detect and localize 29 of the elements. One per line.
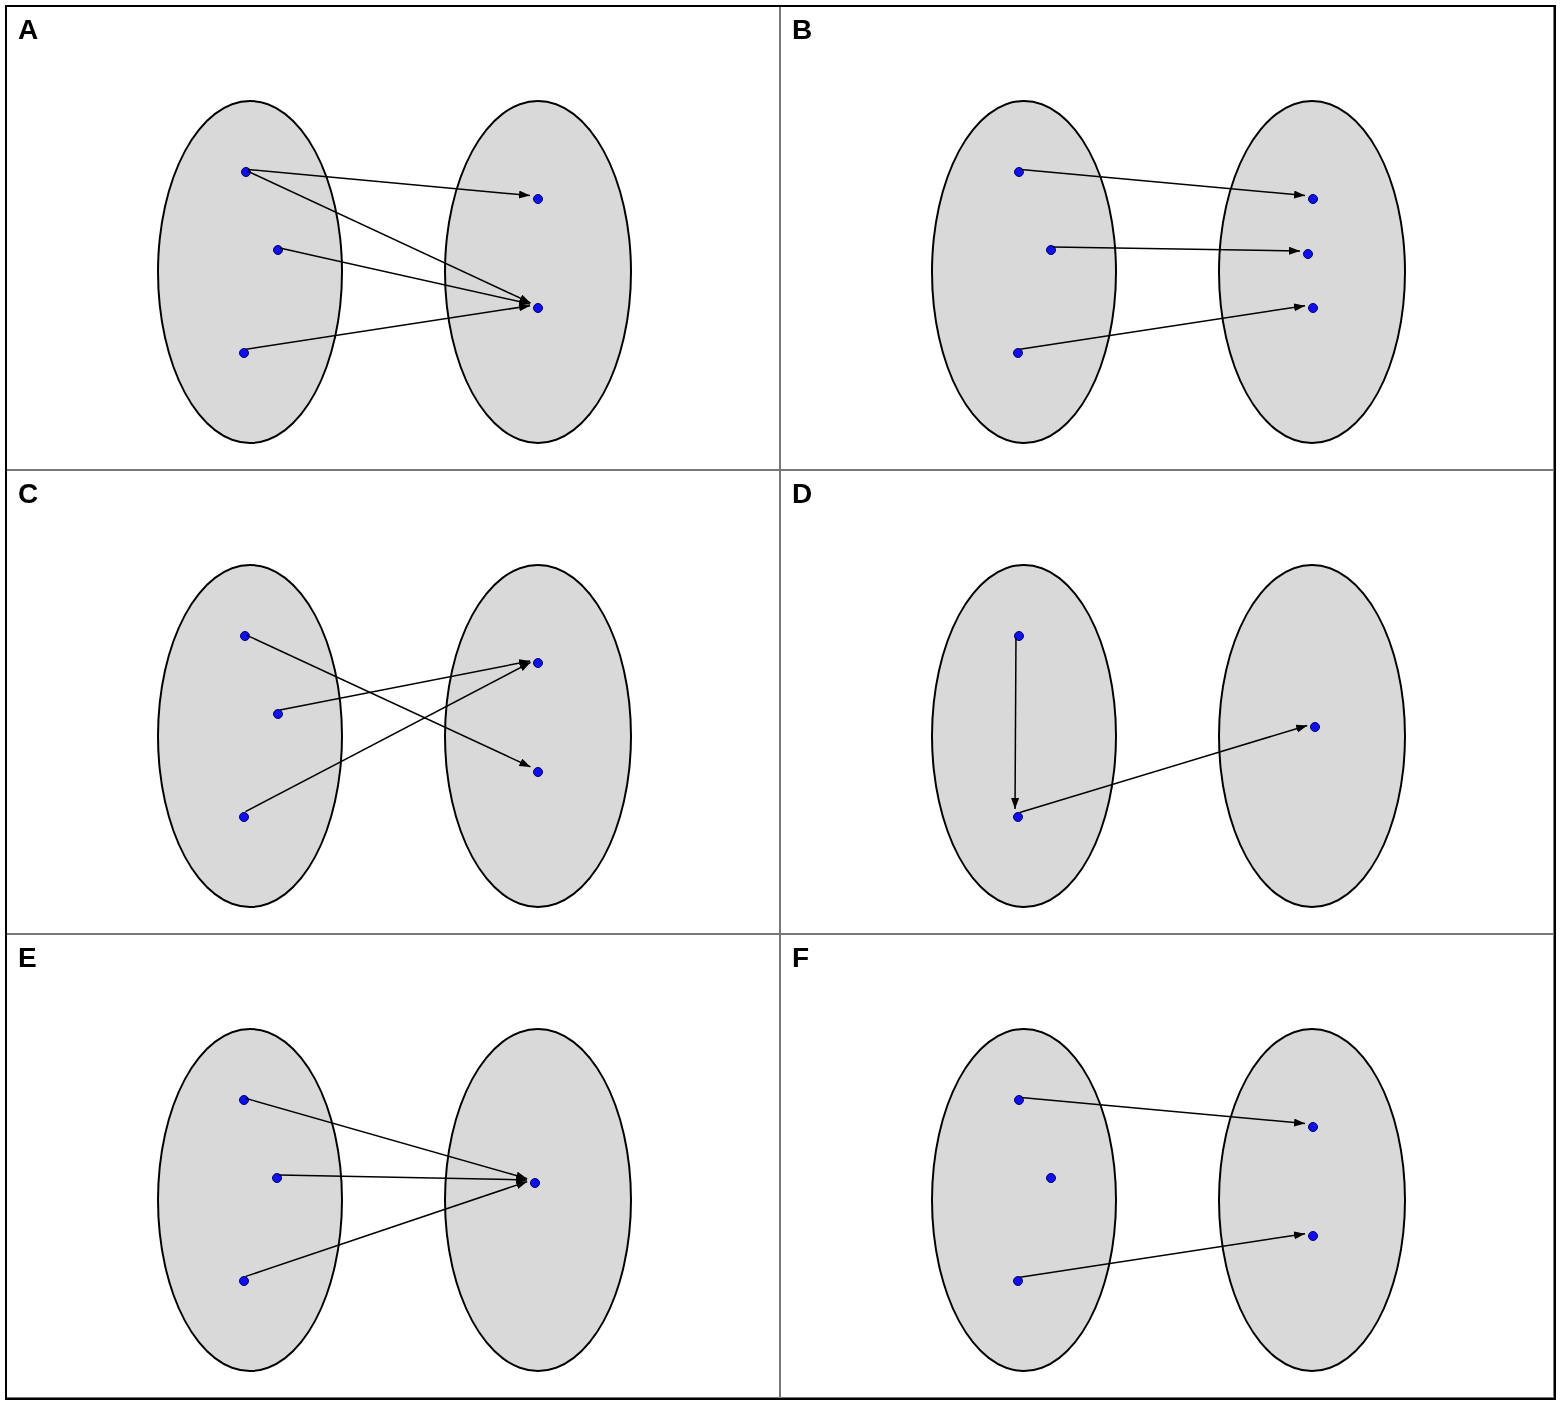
arrow	[278, 1174, 528, 1184]
panel	[780, 6, 1554, 470]
panel-letter: F	[792, 944, 810, 972]
arrow	[245, 634, 532, 768]
panel	[780, 470, 1554, 934]
arrow	[247, 168, 531, 199]
panel-letter: C	[18, 480, 39, 508]
arrow	[1019, 724, 1308, 814]
arrow	[1020, 168, 1306, 199]
arrow	[1011, 637, 1020, 810]
panel-letter: A	[18, 16, 39, 44]
panel-letter: B	[792, 16, 813, 44]
arrow	[245, 1180, 528, 1278]
panel	[6, 6, 780, 470]
arrow	[1019, 303, 1306, 350]
panel	[6, 470, 780, 934]
arrow	[1019, 1231, 1306, 1278]
arrow	[245, 303, 531, 350]
arrow	[245, 1097, 528, 1180]
panel-letter: E	[18, 944, 37, 972]
panel	[6, 934, 780, 1398]
arrow	[279, 247, 531, 306]
arrow	[244, 661, 532, 813]
panel	[780, 934, 1554, 1398]
arrow	[1020, 1096, 1306, 1127]
arrow	[279, 659, 531, 711]
panel-letter: D	[792, 480, 813, 508]
arrow	[1052, 246, 1301, 255]
arrow	[246, 170, 532, 304]
